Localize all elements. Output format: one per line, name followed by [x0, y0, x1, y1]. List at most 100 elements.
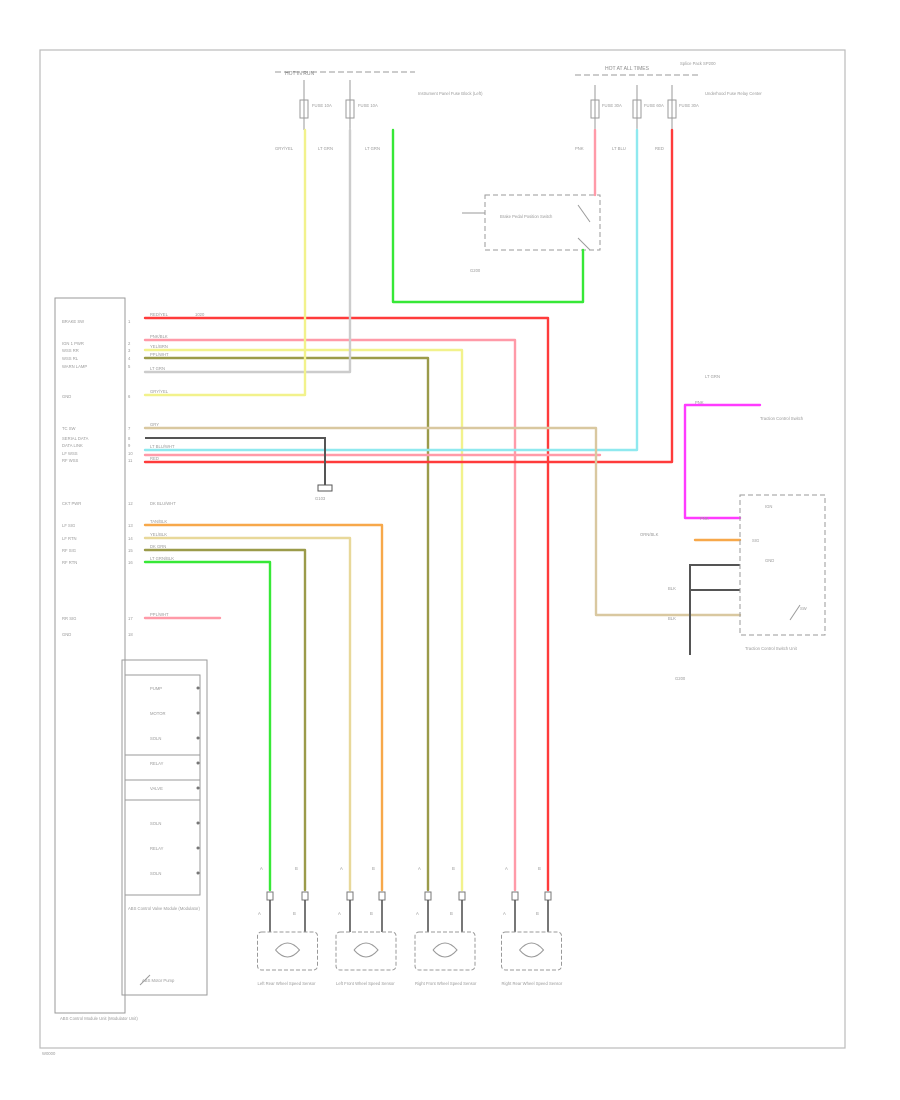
wire-red-feed: [143, 128, 674, 464]
sensor-pin-tag: A: [505, 866, 508, 871]
connector-icon: [511, 891, 519, 901]
sensor-coil-icon: [519, 942, 545, 958]
wire-magenta: [683, 403, 762, 520]
module-block-label: RELAY: [150, 846, 164, 851]
connector-icon: [196, 761, 200, 765]
connector-icon: [196, 711, 200, 715]
wire-tag: LT GRN: [365, 146, 380, 151]
sensor-coil-icon: [275, 942, 301, 958]
wire-tag: YEL/BLK: [150, 532, 167, 537]
wire-green-brake: [391, 128, 585, 304]
fuse-icon: [632, 99, 642, 119]
wire-tag: LT BLU/WHT: [150, 444, 175, 449]
diagram-frame: [39, 49, 846, 1049]
sensor-pin-label: A: [416, 911, 419, 916]
module-pin-number: 3: [128, 348, 131, 353]
connector-icon: [196, 846, 200, 850]
module-pin-number: 6: [128, 394, 131, 399]
module-pin-label: BRAKE SW: [62, 319, 84, 324]
wire-orange: [143, 523, 384, 892]
fuse-box-left: HOT IN RUN Instrument Panel Fuse Block (…: [275, 71, 483, 130]
module-pin-label: WSS RL: [62, 356, 79, 361]
wire-tag: RED: [655, 146, 664, 151]
sensor-pin-tag: B: [538, 866, 541, 871]
sensor-name: Right Front Wheel Speed Sensor: [415, 981, 477, 986]
module-pin-number: 17: [128, 616, 133, 621]
module-block-label: SOLN: [150, 871, 161, 876]
sensor-pin-label: A: [503, 911, 506, 916]
module-pin-label: DATA LINK: [62, 443, 83, 448]
sensor-coil-icon: [432, 942, 458, 958]
wire-tag: PPL/WHT: [150, 352, 169, 357]
sensor-pin-tag: B: [452, 866, 455, 871]
wire-tag: PNK: [575, 146, 584, 151]
top-right-note: Splice Pack SP200: [680, 61, 716, 66]
traction-control-unit: IGN SIG GND SW Traction Control Switch U…: [675, 61, 826, 681]
fuse-icon: [590, 99, 600, 119]
fuse-label: FUSE 60A: [644, 103, 664, 108]
module-pin-label: WARN LAMP: [62, 364, 87, 369]
footer-code: W0000: [42, 1051, 56, 1056]
fuse-icon: [345, 99, 355, 119]
connector-icon: [346, 891, 354, 901]
sensor-body: [501, 931, 562, 971]
fuse-label: FUSE 30A: [679, 103, 699, 108]
wire-tag: TAN/BLK: [150, 519, 167, 524]
module-pin-label: LF SIG: [62, 523, 75, 528]
module-pin-label: GND: [62, 394, 71, 399]
sensor-name: Right Rear Wheel Speed Sensor: [502, 981, 563, 986]
wire-red: [143, 316, 550, 892]
sensor-coil-icon: [353, 942, 379, 958]
module-pin-label: RF RTN: [62, 560, 77, 565]
wire-labels: RED/YEL 1020 PNK/BLK YEL/BRN PPL/WHT LT …: [150, 146, 720, 621]
wire-tan: [143, 536, 352, 892]
wire-cyan: [143, 128, 639, 452]
wire-tag: PNK/BLK: [150, 334, 168, 339]
sensor-body: [257, 931, 318, 971]
module-pin-number: 15: [128, 548, 133, 553]
sensor-pin-label: A: [338, 911, 341, 916]
sensor-name: Left Rear Wheel Speed Sensor: [258, 981, 317, 986]
connector-icon: [196, 871, 200, 875]
wire-tag: PPL/WHT: [150, 612, 169, 617]
connector-icon: [196, 786, 200, 790]
module-pin-number: 13: [128, 523, 133, 528]
module-block-label: RELAY: [150, 761, 164, 766]
wire-tag: LT GRN/BLK: [150, 556, 174, 561]
connector-icon: [301, 891, 309, 901]
connector-icon: [196, 821, 200, 825]
connector-icon: [196, 736, 200, 740]
ground-label: G103: [315, 496, 326, 501]
module-pin-number: 7: [128, 426, 131, 431]
fuse-box-right-note: Underhood Fuse Relay Center: [705, 91, 762, 96]
module-pin-number: 16: [128, 560, 133, 565]
module-pin-number: 4: [128, 356, 131, 361]
module-pin-label: LF WSS: [62, 451, 78, 456]
module-block-label: MOTOR: [150, 711, 166, 716]
module-pin-number: 11: [128, 458, 133, 463]
sensor-name: Left Front Wheel Speed Sensor: [336, 981, 395, 986]
tc-pin-label: SIG: [752, 538, 759, 543]
module-block-label: VALVE: [150, 786, 163, 791]
sensor-body: [414, 931, 476, 971]
ground-label: G200: [470, 268, 481, 273]
wire-tag: DK GRN: [150, 544, 166, 549]
sensor-pin-label: B: [450, 911, 453, 916]
wire-pink: [143, 338, 517, 892]
module-pin-number: 18: [128, 632, 133, 637]
fuse-label: FUSE 10A: [358, 103, 378, 108]
connector-icon: [266, 891, 274, 901]
module-block-label: SOLN: [150, 736, 161, 741]
wire-olive: [143, 356, 430, 892]
wire-tag: BLK: [668, 616, 676, 621]
motor-icon: [139, 974, 151, 986]
fuse-label: FUSE 30A: [602, 103, 622, 108]
sensor-pin-label: B: [293, 911, 296, 916]
wire-tag: BLK: [668, 586, 676, 591]
fuse-icon: [667, 99, 677, 119]
wire-tag: DK BLU/WHT: [150, 501, 176, 506]
